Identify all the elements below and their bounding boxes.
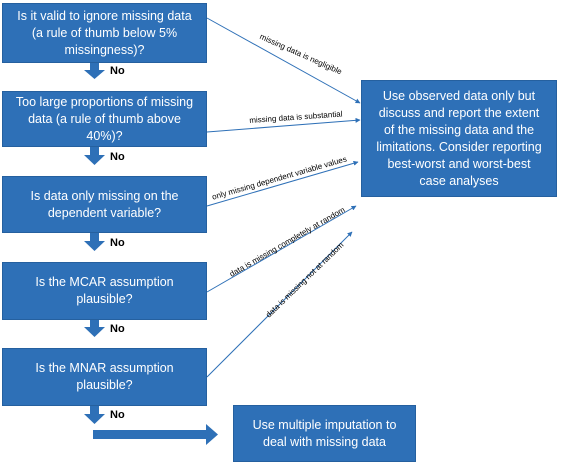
no-label-3: No bbox=[110, 237, 125, 249]
no-label-4: No bbox=[110, 323, 125, 335]
question-mnar: Is the MNAR assumption plausible? bbox=[2, 348, 207, 406]
result-multiple-imputation-text: Use multiple imputation to deal with mis… bbox=[252, 417, 397, 449]
right-arrow-final bbox=[93, 424, 218, 445]
down-arrow-4 bbox=[84, 320, 105, 337]
down-arrow-3 bbox=[84, 233, 105, 251]
question-dependent-only: Is data only missing on the dependent va… bbox=[2, 176, 207, 233]
edge-substantial bbox=[206, 117, 361, 133]
no-label-5: No bbox=[110, 409, 125, 421]
edge-mnar bbox=[206, 231, 353, 378]
question-large-proportion-text: Too large proportions of missing data (a… bbox=[15, 94, 194, 143]
no-label-2: No bbox=[110, 151, 125, 163]
question-ignore-missing: Is it valid to ignore missing data (a ru… bbox=[2, 3, 207, 63]
down-arrow-1 bbox=[84, 63, 105, 79]
question-dependent-only-text: Is data only missing on the dependent va… bbox=[30, 188, 179, 220]
result-observed-data-text: Use observed data only but discuss and r… bbox=[376, 88, 542, 188]
edge-negligible bbox=[206, 17, 361, 104]
edge-mcar bbox=[206, 205, 357, 293]
result-observed-data: Use observed data only but discuss and r… bbox=[361, 80, 557, 197]
question-ignore-missing-text: Is it valid to ignore missing data (a ru… bbox=[17, 8, 192, 57]
down-arrow-5 bbox=[84, 406, 105, 424]
question-mnar-text: Is the MNAR assumption plausible? bbox=[35, 361, 174, 392]
question-mcar: Is the MCAR assumption plausible? bbox=[2, 262, 207, 320]
edge-dependent bbox=[206, 160, 359, 207]
no-label-1: No bbox=[110, 65, 125, 77]
question-mcar-text: Is the MCAR assumption plausible? bbox=[35, 275, 174, 306]
question-large-proportion: Too large proportions of missing data (a… bbox=[2, 91, 207, 147]
down-arrow-2 bbox=[84, 147, 105, 165]
result-multiple-imputation: Use multiple imputation to deal with mis… bbox=[233, 405, 416, 462]
